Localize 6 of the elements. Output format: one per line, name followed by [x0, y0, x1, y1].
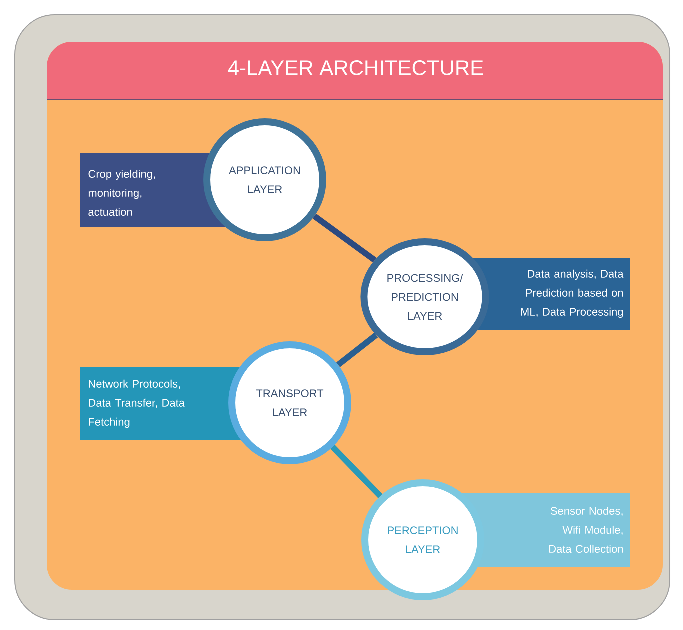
description-box: Data analysis, Data Prediction based on ML, Data Processing	[470, 258, 630, 330]
description-box: Network Protocols, Data Transfer, Data Fetching	[80, 367, 245, 440]
title: 4-LAYER ARCHITECTURE	[228, 60, 484, 76]
connector-line	[336, 332, 378, 368]
connector-line	[312, 214, 377, 263]
connector-line	[330, 445, 383, 498]
